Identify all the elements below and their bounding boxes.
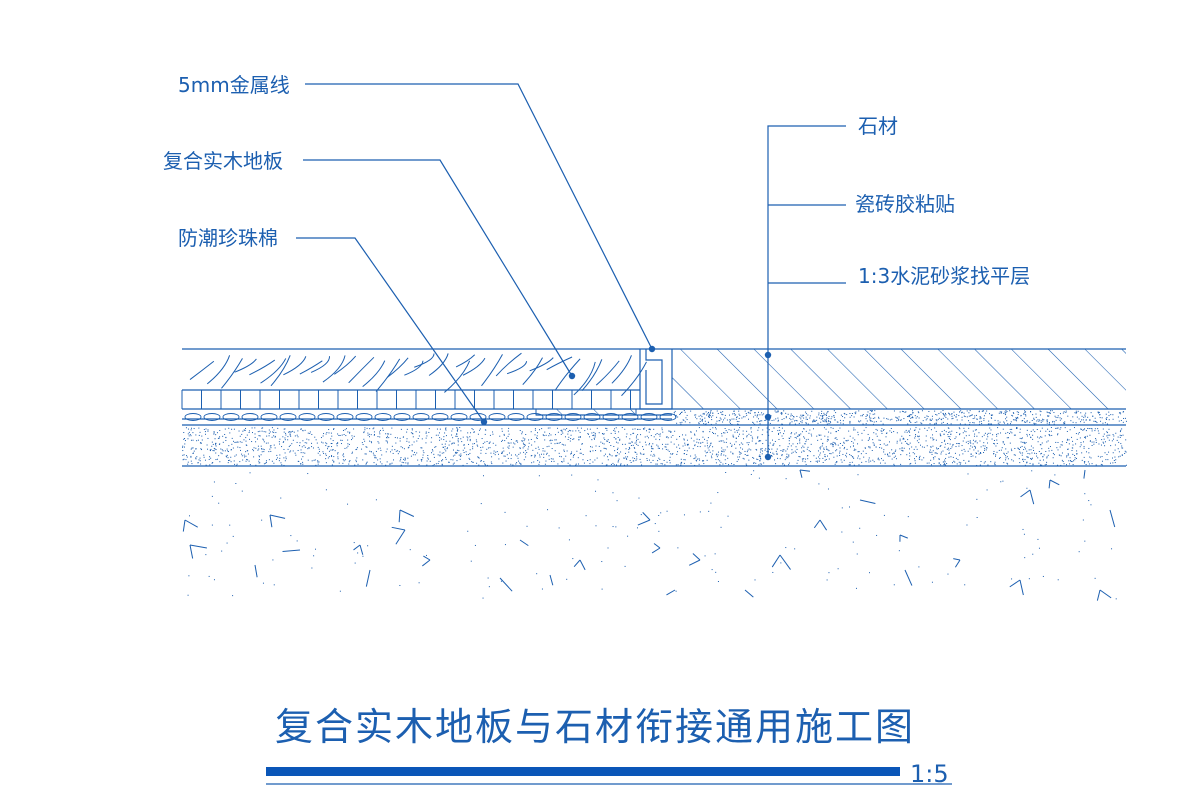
wood-grain [189,352,647,397]
drawing-scale: 1:5 [910,760,949,788]
mortar-stipple [182,410,1127,466]
foam-pad-cells [181,390,677,421]
label-laminate-floor: 复合实木地板 [163,149,283,173]
label-stone: 石材 [858,114,898,138]
metal-strip-profile [535,349,673,416]
floor-section [181,348,1127,601]
leader-lines [296,83,846,461]
label-foam-pad: 防潮珍珠棉 [178,226,278,250]
ground-rubble [182,469,1117,601]
drawing-title: 复合实木地板与石材衔接通用施工图 [275,705,915,749]
label-tile-adhesive: 瓷砖胶粘贴 [855,192,955,216]
label-mortar-screed: 1:3水泥砂浆找平层 [858,264,1030,288]
title-underline [266,767,900,776]
stone-slab [672,349,1126,409]
label-metal-strip: 5mm金属线 [178,73,290,97]
